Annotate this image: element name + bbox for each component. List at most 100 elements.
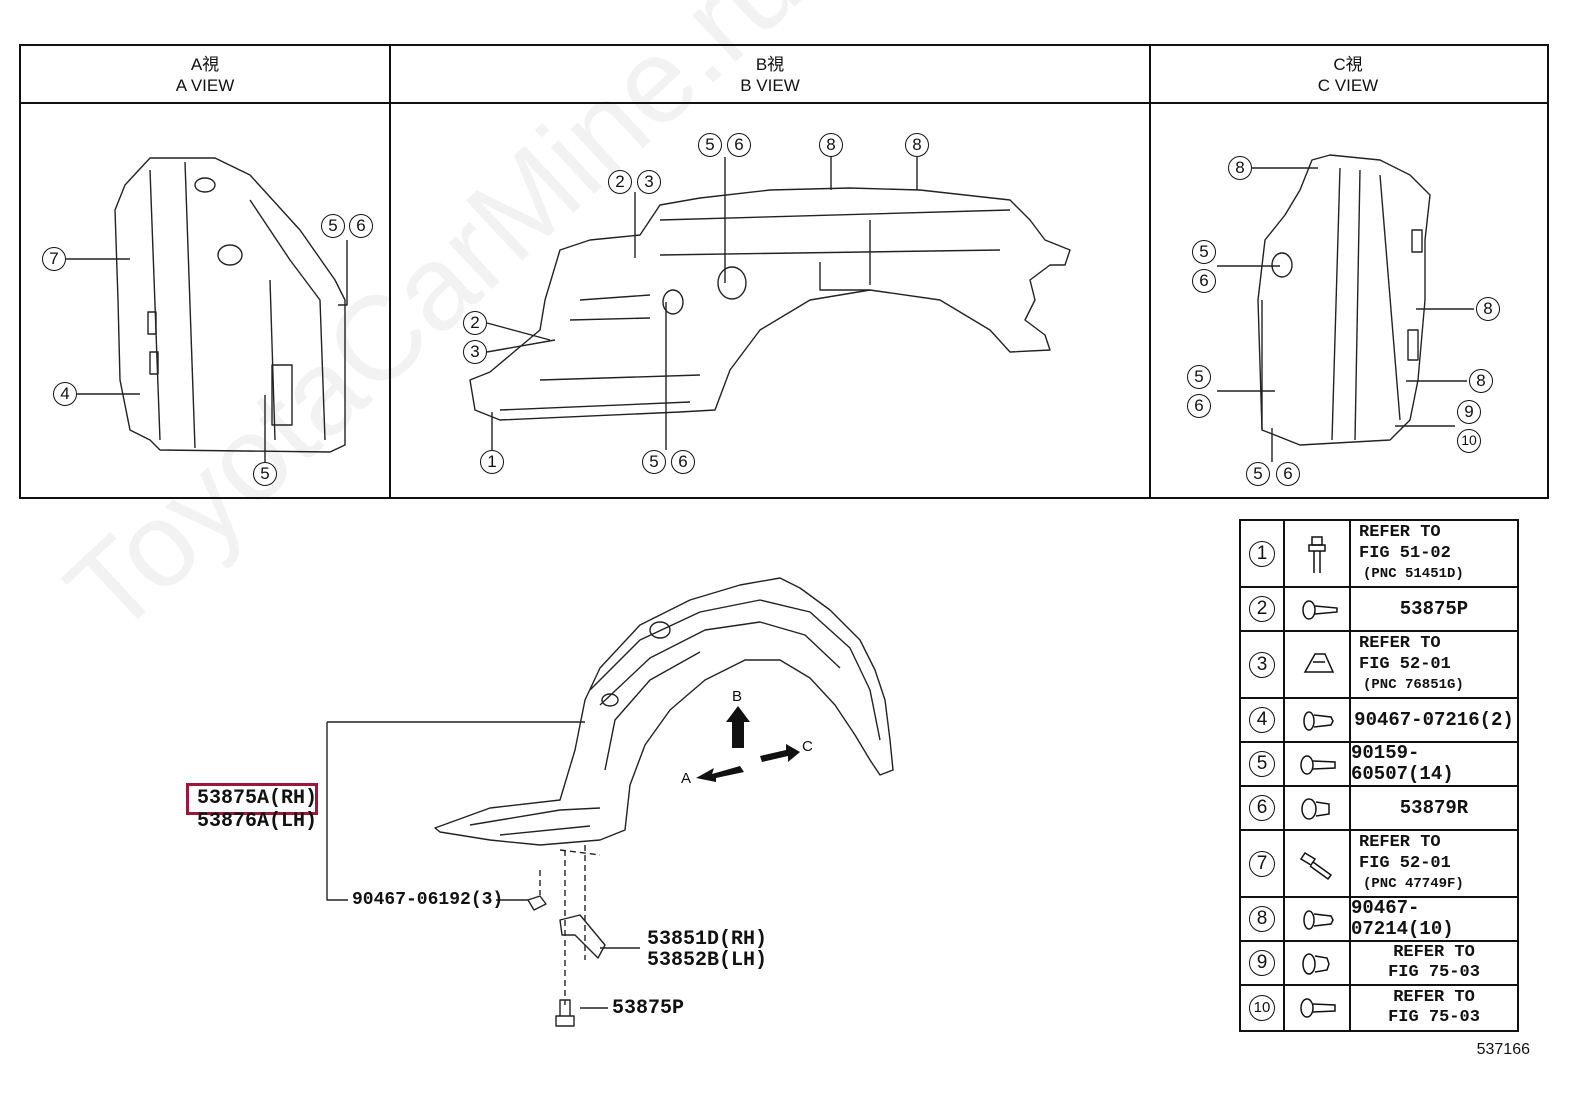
legend-number-3: 3 — [1249, 651, 1275, 678]
legend-number-10: 10 — [1249, 995, 1275, 1021]
callout-8-view-b-left: 8 — [819, 133, 843, 157]
callout-3-view-b-top: 3 — [637, 170, 661, 194]
screw-icon — [1285, 986, 1351, 1030]
callout-5-view-b-bottom: 5 — [642, 450, 666, 474]
legend-value-6: 53879R — [1399, 796, 1469, 819]
push-clip-icon — [1285, 699, 1351, 741]
part-clip-90467[interactable]: 90467-06192(3) — [352, 890, 504, 910]
callout-5-view-b-top: 5 — [698, 133, 722, 157]
legend-number-4: 4 — [1249, 707, 1275, 733]
view-arrows — [696, 706, 800, 782]
view-b-liner-drawing — [469, 187, 1071, 421]
legend-row-9: 9 REFER TO FIG 75-03 — [1241, 942, 1517, 986]
legend-number-2: 2 — [1249, 596, 1275, 622]
legend-sub-7: (PNC 47749F) — [1363, 876, 1464, 892]
view-c-header: C視 C VIEW — [1149, 46, 1547, 104]
legend-sub-3: (PNC 76851G) — [1363, 677, 1464, 693]
part-liner-lh[interactable]: 53876A(LH) — [197, 810, 318, 833]
screw-icon — [1285, 743, 1351, 785]
legend-row-10: 10 REFER TO FIG 75-03 — [1241, 986, 1517, 1030]
legend-line-3a: REFER TO — [1359, 634, 1441, 653]
part-bracket-rh[interactable]: 53851D(RH) — [647, 928, 768, 951]
legend-value-5: 90159-60507(14) — [1351, 742, 1454, 785]
legend-row-5: 5 90159-60507(14) — [1241, 743, 1517, 787]
screw-icon — [1285, 588, 1351, 630]
view-c-title-jp: C視 — [1333, 55, 1363, 74]
legend-value-8: 90467-07214(10) — [1351, 897, 1454, 940]
arrow-label-a: A — [681, 770, 692, 787]
bolt-drawing — [555, 999, 575, 1027]
legend-line-3b: FIG 52-01 — [1359, 655, 1451, 674]
legend-line-10a: REFER TO — [1393, 988, 1475, 1007]
view-c-liner-drawing — [1257, 154, 1431, 446]
callout-6-view-c-bottom: 6 — [1276, 462, 1300, 486]
screw-angled-icon — [1285, 831, 1351, 896]
callout-5-view-c-upper: 5 — [1192, 240, 1216, 264]
callout-6-view-a-top: 6 — [349, 214, 373, 238]
callout-6-view-c-lower: 6 — [1187, 394, 1211, 418]
legend-row-4: 4 90467-07216(2) — [1241, 699, 1517, 743]
legend-line-10b: FIG 75-03 — [1388, 1008, 1480, 1027]
view-c-title-en: C VIEW — [1317, 76, 1379, 95]
legend-number-5: 5 — [1249, 751, 1275, 777]
views-frame: A視 A VIEW B視 B VIEW C視 C VIEW — [19, 44, 1549, 499]
callout-leaders — [66, 157, 1474, 1009]
callout-8-view-c-middle: 8 — [1476, 297, 1500, 321]
callout-5-view-c-lower: 5 — [1187, 365, 1211, 389]
callout-9-view-c: 9 — [1457, 400, 1481, 424]
callout-4-view-a: 4 — [53, 382, 77, 406]
legend-line-1a: REFER TO — [1359, 523, 1441, 542]
legend-line-9a: REFER TO — [1393, 943, 1475, 962]
legend-number-7: 7 — [1249, 850, 1275, 877]
callout-8-view-b-right: 8 — [905, 133, 929, 157]
callout-8-view-c-top: 8 — [1228, 156, 1252, 180]
nut-clip-icon — [1285, 632, 1351, 697]
rivet-icon — [1285, 787, 1351, 829]
legend-number-1: 1 — [1249, 540, 1275, 567]
view-b-header: B視 B VIEW — [391, 46, 1149, 104]
legend-line-1b: FIG 51-02 — [1359, 544, 1451, 563]
figure-number: 537166 — [1476, 1041, 1530, 1058]
legend-number-6: 6 — [1249, 795, 1275, 821]
view-c-panel: C視 C VIEW — [1149, 46, 1547, 497]
part-bolt[interactable]: 53875P — [612, 997, 685, 1020]
fastener-legend: 1 REFER TO FIG 51-02 (PNC 51451D) 2 5387… — [1239, 519, 1519, 1032]
legend-line-7b: FIG 52-01 — [1359, 854, 1451, 873]
legend-sub-1: (PNC 51451D) — [1363, 566, 1464, 582]
callout-1-view-b: 1 — [480, 450, 504, 474]
main-liner-drawing — [434, 577, 894, 846]
bolt-icon — [1285, 521, 1351, 586]
bracket-drawing — [559, 914, 606, 959]
part-liner-rh[interactable]: 53875A(RH) — [197, 787, 318, 810]
clip-drawing — [527, 895, 547, 911]
legend-row-7: 7 REFER TO FIG 52-01 (PNC 47749F) — [1241, 831, 1517, 898]
callout-6-view-c-upper: 6 — [1192, 269, 1216, 293]
view-b-title-en: B VIEW — [740, 76, 800, 95]
push-clip-icon — [1285, 898, 1351, 940]
legend-row-3: 3 REFER TO FIG 52-01 (PNC 76851G) — [1241, 632, 1517, 699]
view-a-liner-drawing — [114, 157, 346, 453]
view-b-panel: B視 B VIEW — [391, 46, 1151, 497]
view-b-title-jp: B視 — [755, 55, 785, 74]
legend-value-2: 53875P — [1399, 597, 1469, 620]
callout-10-view-c: 10 — [1457, 429, 1481, 453]
callout-5-view-a: 5 — [253, 462, 277, 486]
arrow-label-c: C — [802, 738, 813, 755]
legend-row-8: 8 90467-07214(10) — [1241, 898, 1517, 942]
legend-row-6: 6 53879R — [1241, 787, 1517, 831]
selected-part-highlight — [186, 783, 318, 815]
legend-number-9: 9 — [1249, 950, 1275, 976]
callout-6-view-b-bottom: 6 — [671, 450, 695, 474]
legend-line-9b: FIG 75-03 — [1388, 963, 1480, 982]
callout-8-view-c-bottom: 8 — [1469, 369, 1493, 393]
callout-7-view-a: 7 — [42, 247, 66, 271]
part-bracket-lh[interactable]: 53852B(LH) — [647, 949, 768, 972]
callout-3-view-b-left: 3 — [463, 340, 487, 364]
arrow-label-b: B — [732, 688, 743, 705]
callout-2-view-b-left: 2 — [463, 311, 487, 335]
view-a-panel: A視 A VIEW — [21, 46, 391, 497]
legend-value-4: 90467-07216(2) — [1354, 708, 1514, 731]
callout-5-view-c-bottom: 5 — [1246, 462, 1270, 486]
view-a-title-en: A VIEW — [175, 76, 235, 95]
